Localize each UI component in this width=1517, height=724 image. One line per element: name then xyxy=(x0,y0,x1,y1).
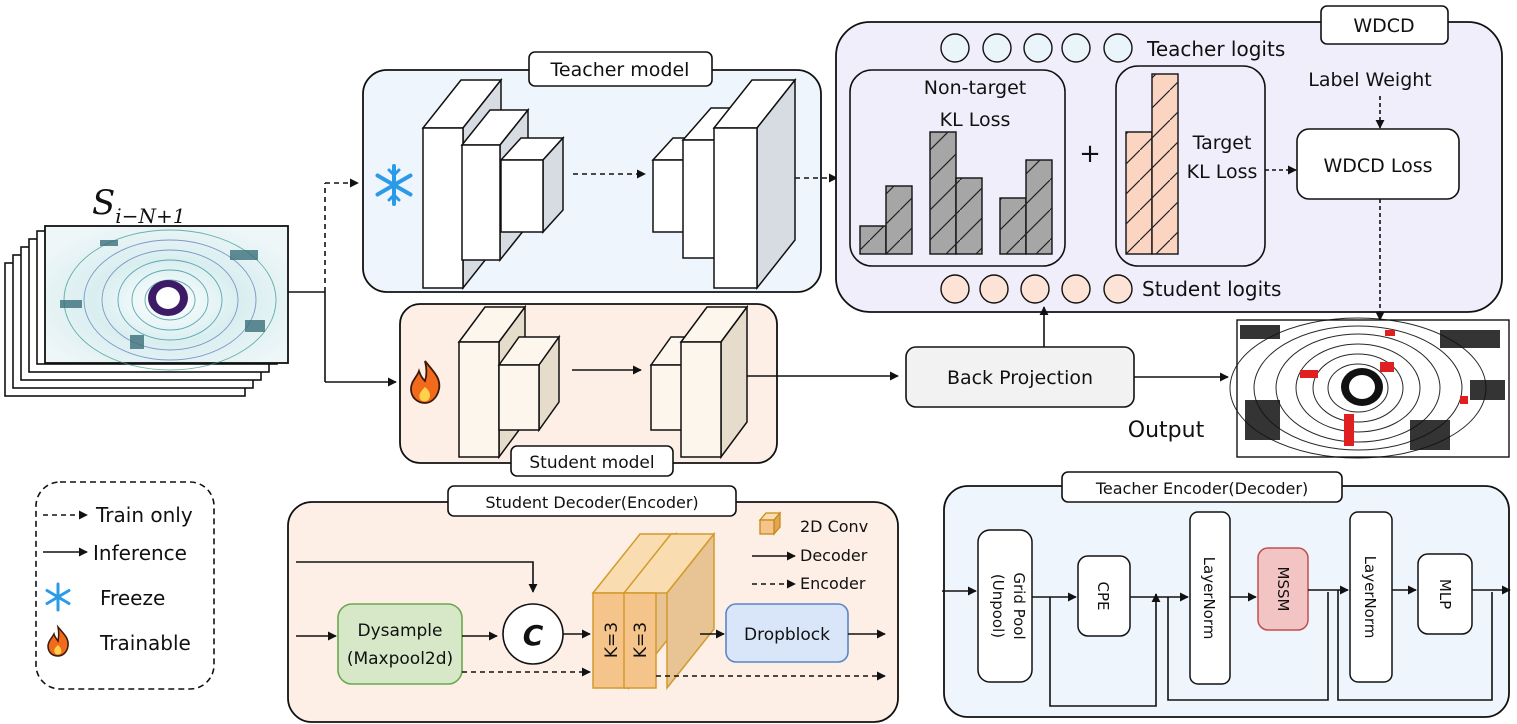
layernorm-1-block xyxy=(1189,511,1231,685)
teacher-encoder-title: Teacher Encoder(Decoder) xyxy=(1095,479,1308,498)
wdcd-panel: WDCD Teacher logits Non-target KL Loss xyxy=(835,5,1503,321)
student-model-title: Student model xyxy=(529,453,654,473)
dysample-label-2: (Maxpool2d) xyxy=(347,649,453,669)
student-logits-row xyxy=(940,274,1133,304)
legend: Train only Inference Freeze Trainable xyxy=(35,481,215,690)
legend-snowflake-icon xyxy=(45,582,71,612)
student-model-panel: Student model xyxy=(399,303,899,477)
layernorm-1-label: LayerNorm xyxy=(1200,557,1218,640)
legend-freeze: Freeze xyxy=(100,586,165,610)
conv-k2-label: K=3 xyxy=(631,622,651,658)
nontarget-box xyxy=(849,69,1066,267)
wdcd-title: WDCD xyxy=(1353,15,1414,37)
mssm-block xyxy=(1257,547,1309,631)
mlp-block xyxy=(1417,553,1473,635)
teacher-encoder-panel: Teacher Encoder(Decoder) Grid Pool (Unpo… xyxy=(942,471,1511,718)
dysample-block xyxy=(337,603,463,685)
teacher-logits-row xyxy=(940,33,1133,63)
nontarget-bars xyxy=(859,131,1053,255)
conv-legend-label: 2D Conv xyxy=(800,517,868,536)
legend-train-only: Train only xyxy=(95,503,193,527)
sequence-label: Si−N+1 xyxy=(92,183,185,228)
legend-inference: Inference xyxy=(93,541,187,565)
output-label: Output xyxy=(1128,418,1205,443)
student-decoder-blocks xyxy=(649,304,749,460)
nontarget-label-1: Non-target xyxy=(924,77,1027,99)
teacher-decoder-blocks xyxy=(651,77,797,291)
dysample-label-1: Dysample xyxy=(358,621,443,641)
target-label-1: Target xyxy=(1192,132,1252,154)
teacher-model-title: Teacher model xyxy=(550,59,690,81)
legend-trainable: Trainable xyxy=(99,631,191,655)
back-projection-label: Back Projection xyxy=(947,367,1093,389)
student-logits-label: Student logits xyxy=(1142,277,1281,301)
concat-label: C xyxy=(523,619,544,652)
dropblock-label: Dropblock xyxy=(744,625,830,645)
dropblock-block xyxy=(725,603,849,663)
nontarget-label-2: KL Loss xyxy=(940,109,1011,131)
decoder-legend-label: Decoder xyxy=(800,546,868,565)
student-decoder-title: Student Decoder(Encoder) xyxy=(485,493,698,512)
teacher-model-panel: Teacher model xyxy=(362,51,838,293)
encoder-legend-label: Encoder xyxy=(800,574,866,593)
wdcd-loss-box xyxy=(1296,128,1460,200)
student-decoder-panel: Student Decoder(Encoder) 2D Conv Decoder… xyxy=(287,485,899,723)
legend-fire-icon xyxy=(47,624,69,657)
cpe-block xyxy=(1077,555,1131,637)
target-bars xyxy=(1125,73,1179,255)
layernorm-2-block xyxy=(1349,511,1393,683)
fire-icon xyxy=(410,360,441,404)
gridpool-label-2: (Unpool) xyxy=(989,574,1007,638)
mssm-label: MSSM xyxy=(1274,567,1292,612)
output-image xyxy=(1229,317,1510,459)
cpe-label: CPE xyxy=(1094,582,1112,611)
mlp-label: MLP xyxy=(1436,579,1454,609)
teacher-logits-label: Teacher logits xyxy=(1146,37,1285,61)
conv-k1-label: K=3 xyxy=(602,622,622,658)
target-label-2: KL Loss xyxy=(1187,161,1258,183)
wdcd-loss-label: WDCD Loss xyxy=(1323,155,1432,177)
conv-cube-icon xyxy=(758,511,782,536)
back-projection-block: Back Projection xyxy=(905,306,1229,408)
target-box xyxy=(1115,65,1266,267)
layernorm-2-label: LayerNorm xyxy=(1361,556,1379,639)
label-weight: Label Weight xyxy=(1308,69,1432,91)
gridpool-block xyxy=(977,529,1033,683)
conv-blocks xyxy=(591,531,716,691)
teacher-encoder-blocks xyxy=(421,77,565,291)
snowflake-icon xyxy=(375,164,413,206)
plus-sign: + xyxy=(1079,139,1101,169)
student-encoder-blocks xyxy=(457,304,561,460)
gridpool-label-1: Grid Pool xyxy=(1010,572,1028,639)
input-scan-stack: Si−N+1 xyxy=(4,183,289,397)
input-connectors xyxy=(288,178,397,387)
